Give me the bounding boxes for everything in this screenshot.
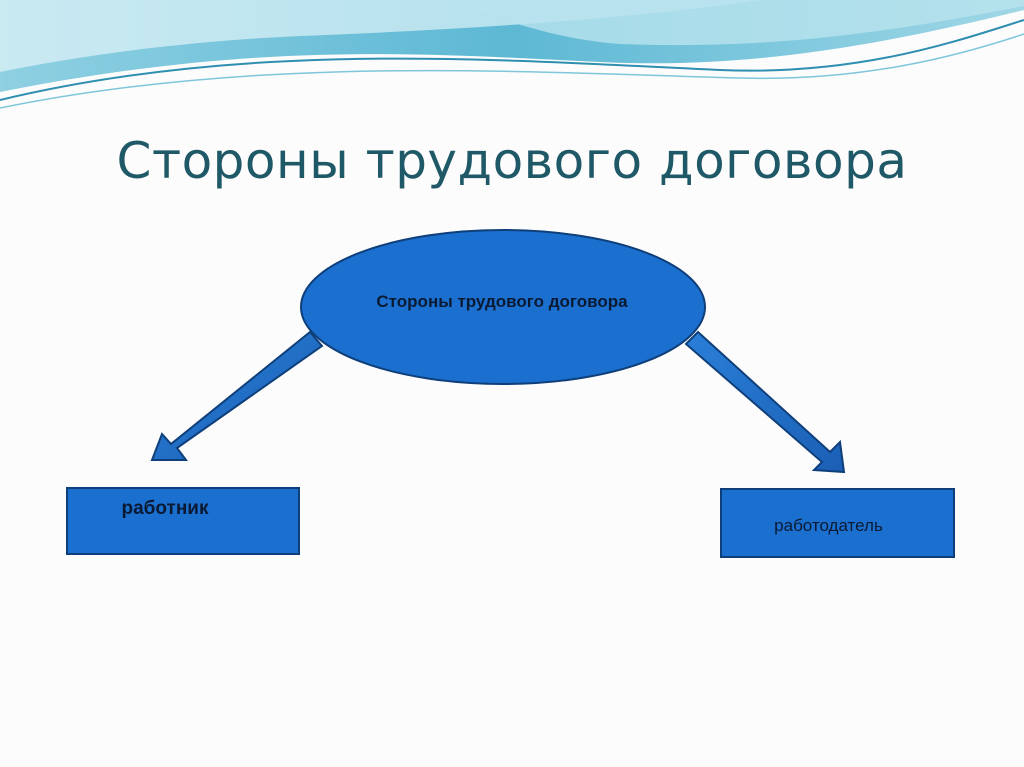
left-arrow (150, 330, 324, 461)
employee-box: работник (66, 487, 300, 555)
employer-box: работодатель (720, 488, 955, 558)
right-arrow (684, 330, 846, 474)
slide-title: Стороны трудового договора (116, 132, 908, 190)
center-ellipse-label: Стороны трудового договора (376, 292, 628, 311)
center-ellipse (300, 229, 706, 385)
